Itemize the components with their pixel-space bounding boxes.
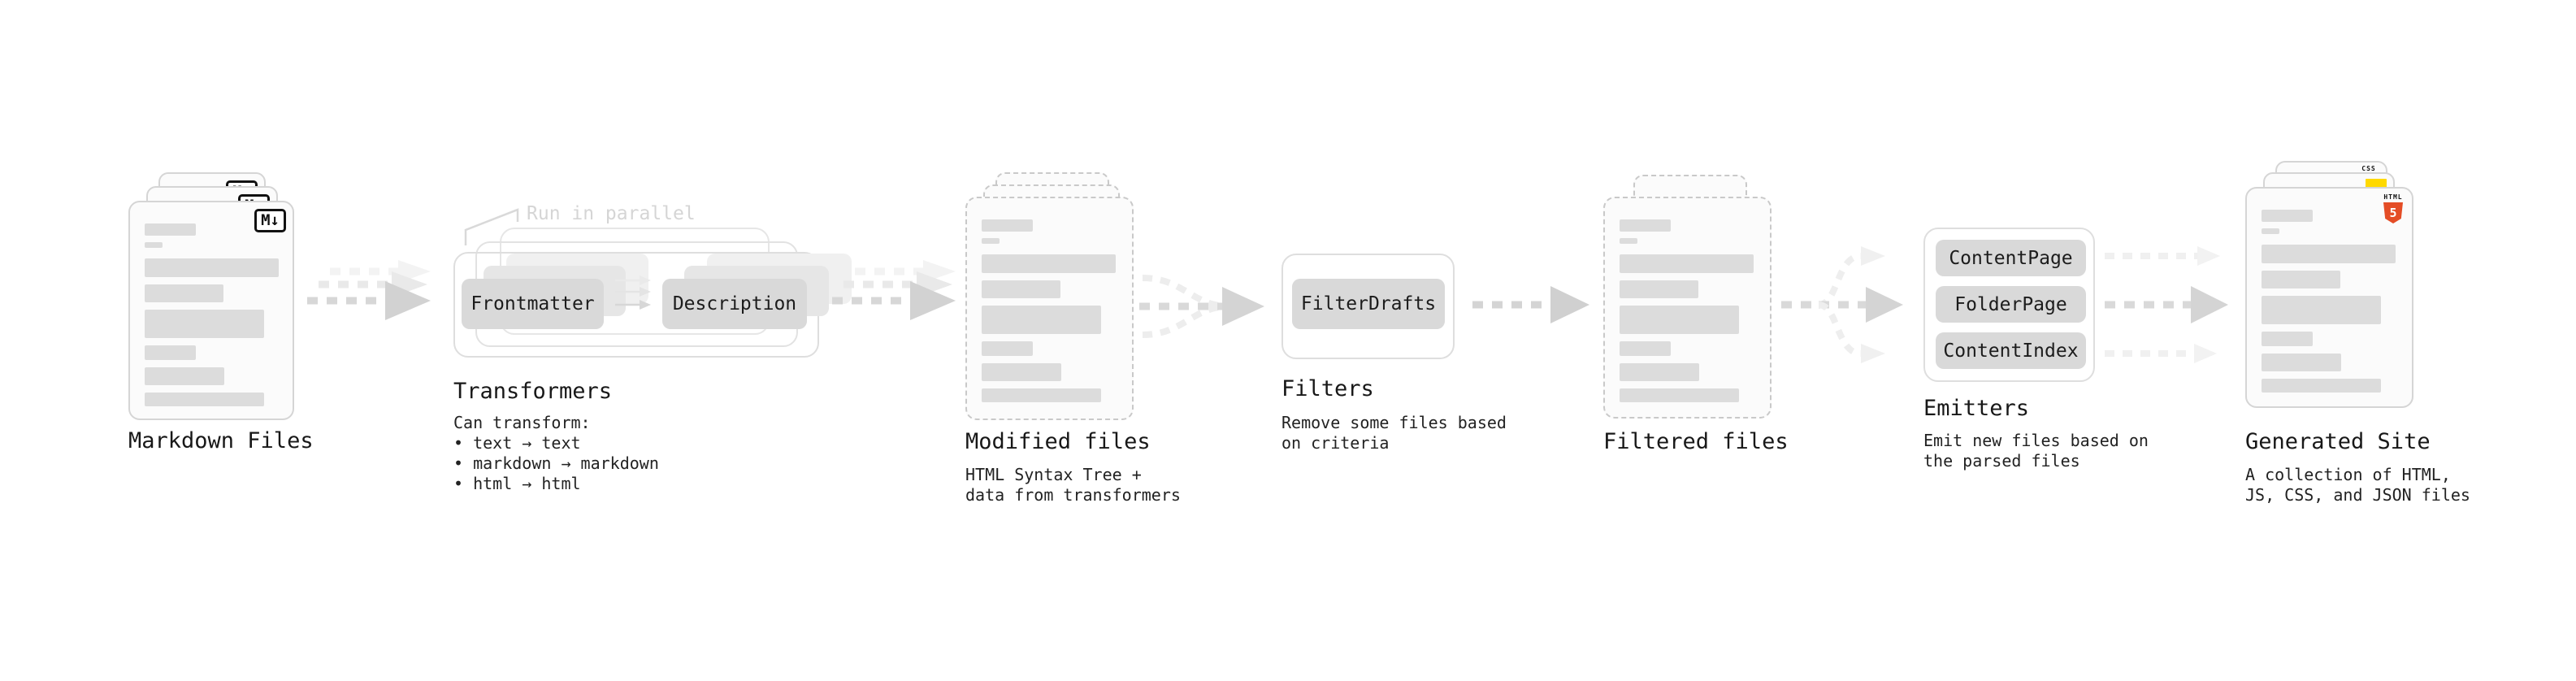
filtered-files-title: Filtered files bbox=[1603, 429, 1789, 454]
parallel-flow-arrows-icon bbox=[2105, 246, 2228, 363]
markdown-document: M↓ bbox=[128, 201, 294, 420]
filtered-files-stack bbox=[1603, 175, 1798, 427]
transformer-chip-description: Description bbox=[662, 279, 807, 329]
generated-document-html: HTML 5 bbox=[2245, 187, 2413, 408]
flow-arrow-icon bbox=[1472, 286, 1589, 323]
transformers-title: Transformers bbox=[453, 379, 613, 404]
markdown-icon: M↓ bbox=[254, 209, 286, 232]
emitter-chip-folderpage: FolderPage bbox=[1936, 286, 2086, 323]
emitters-description: Emit new files based on the parsed files bbox=[1923, 431, 2149, 471]
flow-arrow-icon bbox=[307, 260, 431, 320]
markdown-files-stack: M↓ M↓ M↓ bbox=[128, 172, 323, 424]
js-icon bbox=[2366, 179, 2387, 188]
emitters-box: ContentPage FolderPage ContentIndex bbox=[1923, 228, 2095, 382]
modified-files-stack bbox=[965, 172, 1160, 424]
emitter-chip-contentindex: ContentIndex bbox=[1936, 332, 2086, 369]
transformer-chip-frontmatter: Frontmatter bbox=[462, 279, 604, 329]
run-in-parallel-annotation: Run in parallel bbox=[527, 203, 696, 224]
generated-site-description: A collection of HTML, JS, CSS, and JSON … bbox=[2245, 465, 2470, 505]
markdown-files-label: Markdown Files bbox=[128, 428, 314, 453]
filters-description: Remove some files based on criteria bbox=[1281, 413, 1507, 453]
skeleton-text bbox=[2247, 189, 2412, 393]
modified-document bbox=[965, 197, 1134, 420]
fanout-flow-arrow-icon bbox=[1781, 246, 1903, 363]
filtered-document bbox=[1603, 197, 1772, 419]
emitter-chip-contentpage: ContentPage bbox=[1936, 240, 2086, 276]
modified-files-title: Modified files bbox=[965, 429, 1151, 454]
mini-flow-arrows-icon bbox=[615, 275, 651, 310]
skeleton-text bbox=[1605, 198, 1770, 402]
filter-chip-filterdrafts: FilterDrafts bbox=[1292, 279, 1445, 329]
annotation-leader-line bbox=[464, 208, 519, 245]
filters-title: Filters bbox=[1281, 376, 1374, 401]
filters-box bbox=[1281, 254, 1455, 359]
emitters-title: Emitters bbox=[1923, 396, 2030, 421]
generated-site-stack: CSS HTML 5 bbox=[2245, 161, 2440, 413]
flow-arrow-icon bbox=[832, 260, 956, 320]
html5-icon: HTML 5 bbox=[2383, 193, 2404, 223]
skeleton-text bbox=[967, 198, 1132, 402]
converging-flow-arrow-icon bbox=[1139, 275, 1264, 338]
skeleton-text bbox=[130, 202, 293, 406]
modified-files-description: HTML Syntax Tree + data from transformer… bbox=[965, 465, 1181, 505]
transformers-description: Can transform: • text → text • markdown … bbox=[453, 413, 659, 493]
generated-site-title: Generated Site bbox=[2245, 429, 2431, 454]
